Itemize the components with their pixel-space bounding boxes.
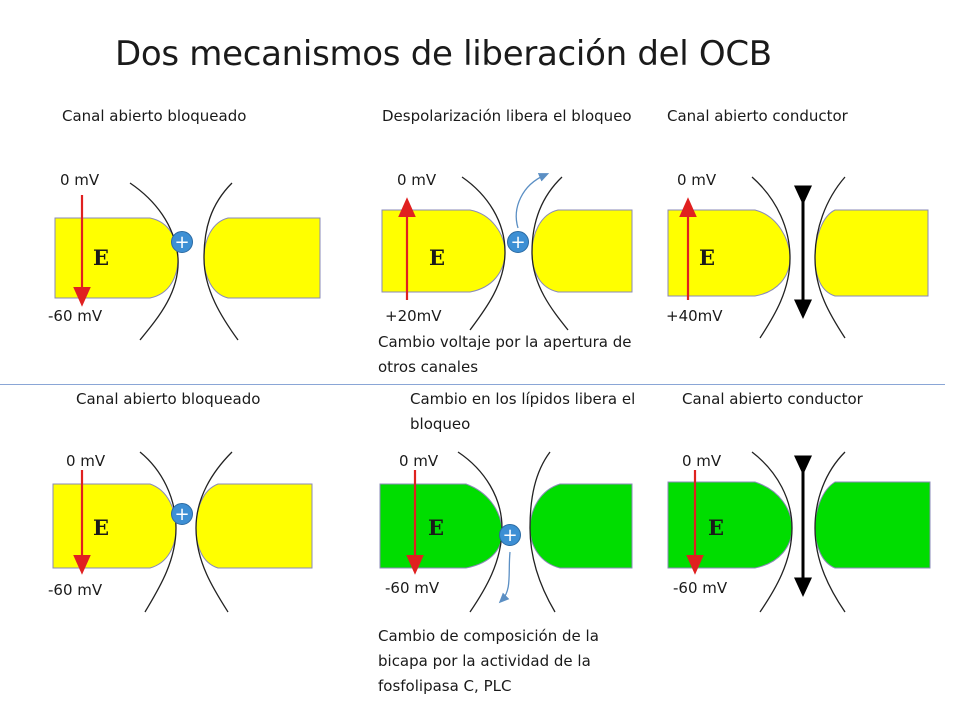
voltage-top-1-bottom: -60 mV: [48, 307, 103, 325]
membrane-panel-top-1: [54, 182, 321, 341]
note-bottom-2: Cambio de composición de la bicapa por l…: [378, 627, 599, 695]
membrane-panel-bottom-2: [379, 451, 633, 613]
blocker-ion-top-2: +: [507, 231, 529, 253]
membrane-label-top-2: E: [429, 245, 446, 270]
label-bottom-1: Canal abierto bloqueado: [76, 390, 261, 408]
label-bottom-3: Canal abierto conductor: [682, 390, 863, 408]
membrane-label-bottom-3: E: [708, 515, 725, 540]
blocker-ion-top-1: +: [171, 231, 193, 253]
voltage-top-3-top: 0 mV: [677, 171, 717, 189]
voltage-bottom-3-bottom: -60 mV: [673, 579, 728, 597]
membrane-panel-top-3: [667, 176, 929, 339]
note-top-2: Cambio voltaje por la apertura de otros …: [378, 333, 632, 376]
membrane-panel-top-2: [381, 173, 633, 331]
row-divider: [0, 384, 945, 385]
membrane-label-bottom-2: E: [428, 515, 445, 540]
voltage-top-2-bottom: +20mV: [385, 307, 442, 325]
membrane-panel-bottom-3: [667, 451, 931, 613]
label-top-3: Canal abierto conductor: [667, 107, 848, 125]
voltage-bottom-2-bottom: -60 mV: [385, 579, 440, 597]
blocker-ion-bottom-2: +: [499, 524, 521, 546]
voltage-bottom-1-top: 0 mV: [66, 452, 106, 470]
label-top-2: Despolarización libera el bloqueo: [382, 107, 632, 125]
voltage-top-2-top: 0 mV: [397, 171, 437, 189]
label-bottom-2: Cambio en los lípidos libera el bloqueo: [410, 390, 636, 433]
voltage-top-3-bottom: +40mV: [666, 307, 723, 325]
voltage-bottom-3-top: 0 mV: [682, 452, 722, 470]
membrane-panel-bottom-1: [52, 451, 313, 613]
membrane-label-top-1: E: [93, 245, 110, 270]
voltage-bottom-2-top: 0 mV: [399, 452, 439, 470]
voltage-bottom-1-bottom: -60 mV: [48, 581, 103, 599]
page-title: Dos mecanismos de liberación del OCB: [115, 34, 772, 74]
blocker-ion-bottom-1: +: [171, 503, 193, 525]
membrane-label-bottom-1: E: [93, 515, 110, 540]
label-top-1: Canal abierto bloqueado: [62, 107, 247, 125]
voltage-top-1-top: 0 mV: [60, 171, 100, 189]
membrane-label-top-3: E: [699, 245, 716, 270]
